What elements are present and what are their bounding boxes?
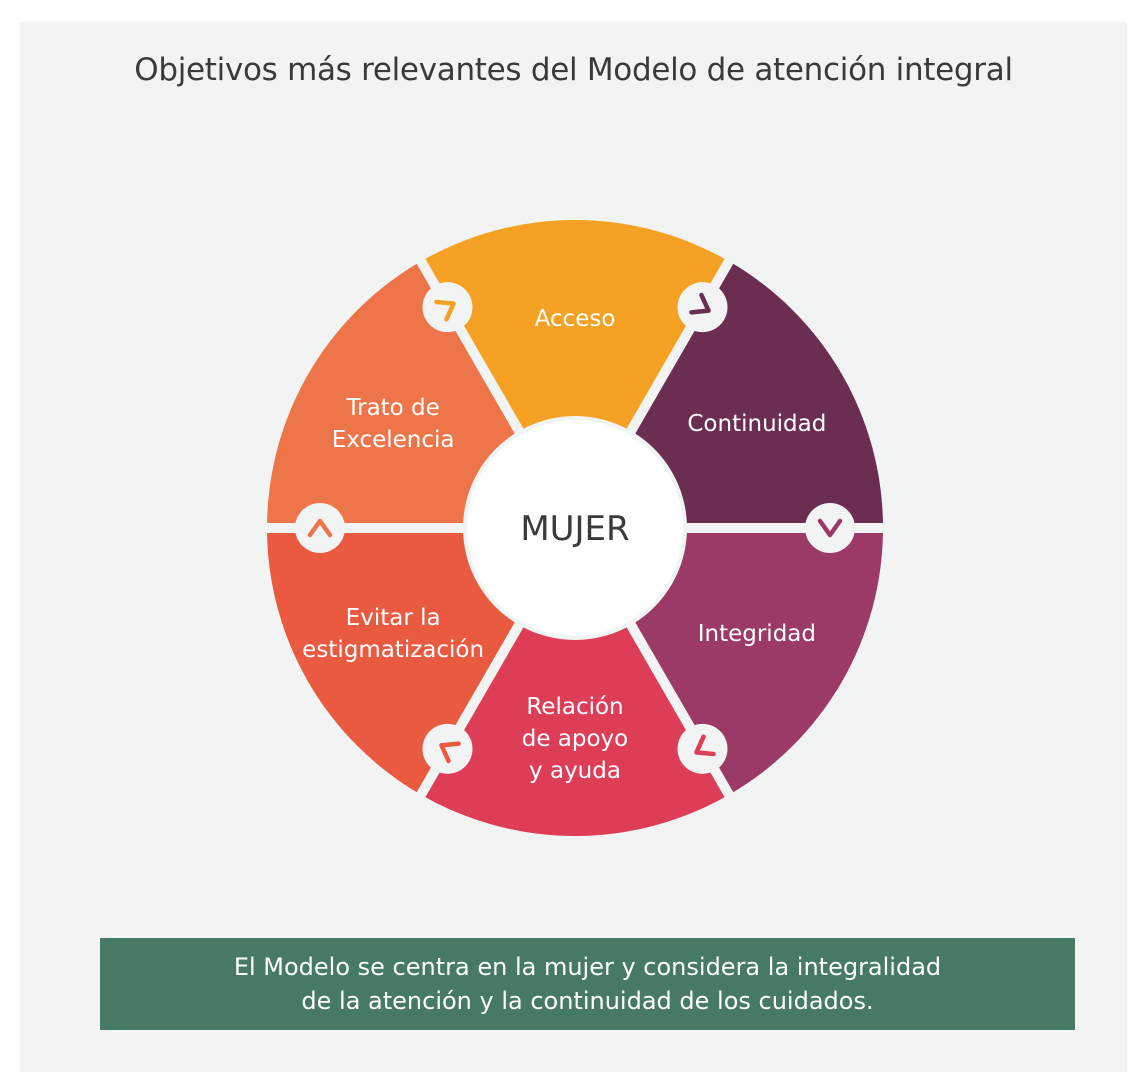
segment-label-line: Relación xyxy=(526,694,623,720)
summary-note: El Modelo se centra en la mujer y consid… xyxy=(100,938,1075,1030)
arrow-2-circle xyxy=(677,282,728,333)
segment-label-line: Integridad xyxy=(698,621,816,647)
arrow-2-badge xyxy=(677,282,728,333)
chevron-icon xyxy=(434,299,456,322)
center-circle xyxy=(467,420,683,636)
segment-relacion-apoyo-ayuda xyxy=(421,624,729,836)
arrow-5-circle xyxy=(422,723,473,774)
arrow-4-circle xyxy=(677,723,728,774)
segment-label-line: Excelencia xyxy=(332,427,455,453)
diagram-title: Objetivos más relevantes del Modelo de a… xyxy=(134,52,1013,88)
arrow-6-badge xyxy=(295,503,345,553)
summary-line-1: El Modelo se centra en la mujer y consid… xyxy=(233,953,942,981)
segment-label-line: Evitar la xyxy=(346,605,441,631)
chevron-icon xyxy=(307,518,333,538)
segment-label-trato-excelencia: Trato de Excelencia xyxy=(332,395,455,453)
arrow-3-badge xyxy=(805,503,855,553)
chevron-icon xyxy=(694,734,716,757)
segment-label-continuidad: Continuidad xyxy=(687,411,826,437)
segment-label-relacion-apoyo-ayuda: Relación de apoyo y ayuda xyxy=(522,694,629,784)
arrow-1-badge xyxy=(422,282,473,333)
segment-label-line: Trato de xyxy=(345,395,439,421)
segment-label-line: estigmatización xyxy=(302,637,484,663)
segment-label-line: de apoyo xyxy=(522,726,629,752)
chevron-icon xyxy=(817,518,843,538)
arrow-5-badge xyxy=(422,723,473,774)
arrow-1-circle xyxy=(422,282,473,333)
arrow-4-badge xyxy=(677,723,728,774)
arrow-6-circle xyxy=(295,503,345,553)
segment-label-line: Acceso xyxy=(535,306,616,332)
summary-line-2: de la atención y la continuidad de los c… xyxy=(301,987,874,1015)
center-label: MUJER xyxy=(520,509,629,549)
segment-label-acceso: Acceso xyxy=(535,306,616,332)
segment-label-evitar-estigmatizacion: Evitar la estigmatización xyxy=(302,605,484,663)
segment-label-integridad: Integridad xyxy=(698,621,816,647)
segment-label-line: y ayuda xyxy=(529,758,621,784)
arrow-3-circle xyxy=(805,503,855,553)
chevron-icon xyxy=(439,741,461,764)
segment-label-line: Continuidad xyxy=(687,411,826,437)
segment-acceso xyxy=(421,220,729,432)
chevron-icon xyxy=(689,292,711,315)
